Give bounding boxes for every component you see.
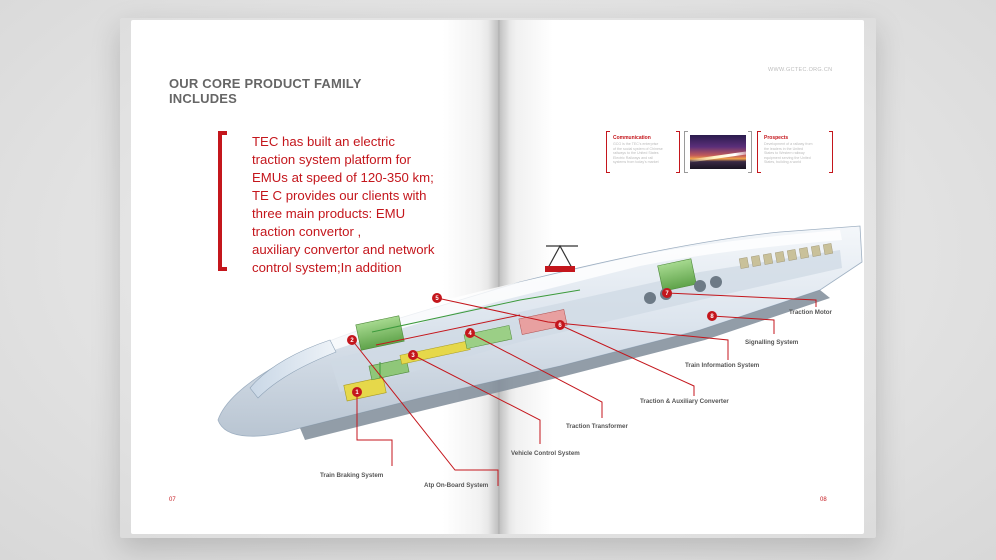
box-bracket-left — [757, 131, 761, 173]
communication-text: GCG is the TEC's enterprise of the socia… — [613, 142, 673, 165]
communication-title: Communication — [613, 135, 651, 141]
light-streak — [690, 150, 746, 163]
label-traction-motor: Traction Motor — [789, 309, 832, 316]
box-bracket-right — [676, 131, 680, 173]
box-text-line: the leaders in the United — [764, 146, 803, 151]
box-bracket-right — [748, 131, 752, 173]
photo-box — [684, 131, 752, 173]
box-text-line: systems from today's market — [613, 160, 659, 165]
quote-line: traction system platform for — [252, 152, 412, 167]
box-text-line: States, building a world — [764, 160, 802, 165]
quote-bracket-icon — [218, 131, 227, 271]
box-text-line: equipment serving the United — [764, 155, 811, 160]
page-title: OUR CORE PRODUCT FAMILY INCLUDES — [169, 76, 409, 106]
train-night-photo — [690, 135, 746, 169]
box-text-line: of the social system of Chinese — [613, 146, 663, 151]
prospects-box: Prospects Development of a railway from … — [757, 131, 833, 173]
box-text-line: Development of a railway from — [764, 142, 813, 146]
box-text-line: Electric Railways and rail — [613, 155, 653, 160]
quote-line: TEC has built an electric — [252, 134, 395, 149]
prospects-text: Development of a railway from the leader… — [764, 142, 824, 165]
prospects-title: Prospects — [764, 135, 789, 141]
box-bracket-right — [829, 131, 833, 173]
box-text-line: GCG is the TEC's enterprise — [613, 142, 659, 146]
label-signalling-system: Signalling System — [745, 339, 799, 346]
box-bracket-left — [684, 131, 688, 173]
left-page-number: 07 — [169, 497, 176, 503]
quote-line: auxiliary convertor and network — [252, 242, 435, 257]
communication-box: Communication GCG is the TEC's enterpris… — [606, 131, 680, 173]
label-vehicle-control-system: Vehicle Control System — [511, 450, 580, 457]
box-text-line: States to Western railway — [764, 151, 805, 156]
label-train-information-system: Train Information System — [685, 362, 760, 369]
quote-line: EMUs at speed of 120-350 km; — [252, 170, 434, 185]
website-url: WWW.GCTEC.ORG.CN — [768, 67, 833, 73]
quote-line: three main products: EMU — [252, 206, 406, 221]
quote-line: traction convertor , — [252, 224, 362, 239]
label-traction-transformer: Traction Transformer — [566, 423, 628, 430]
title-line-1: OUR CORE PRODUCT FAMILY — [169, 76, 362, 91]
label-train-braking-system: Train Braking System — [320, 472, 384, 479]
right-page-number: 08 — [820, 497, 827, 503]
box-bracket-left — [606, 131, 610, 173]
intro-quote: TEC has built an electric traction syste… — [252, 133, 492, 277]
box-text-line: railways to the United States — [613, 151, 659, 156]
label-atp-onboard-system: Atp On-Board System — [424, 482, 489, 489]
quote-line: TE C provides our clients with — [252, 188, 427, 203]
quote-line: control system;In addition — [252, 260, 402, 275]
title-line-2: INCLUDES — [169, 91, 238, 106]
label-traction-auxiliary-converter: Traction & Auxiliary Converter — [640, 398, 729, 405]
